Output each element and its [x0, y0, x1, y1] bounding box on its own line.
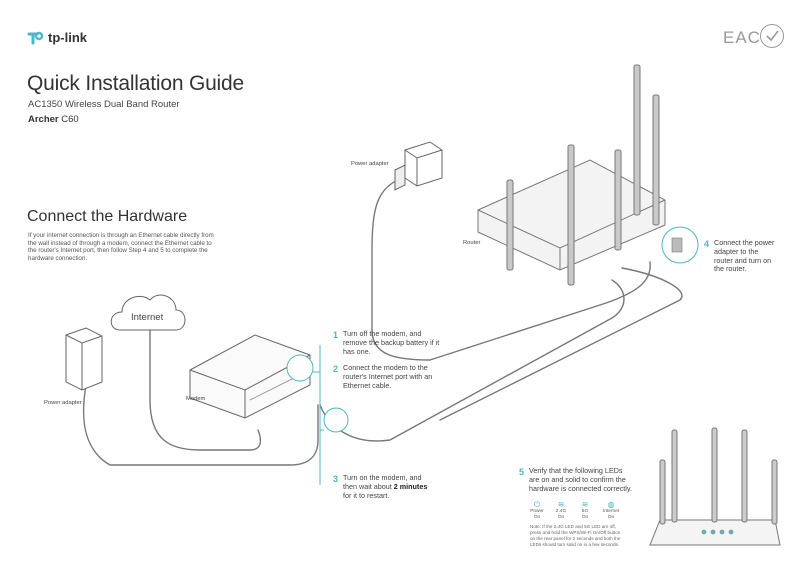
step-line: router and turn on	[714, 255, 772, 265]
router-label: Router	[463, 240, 481, 246]
product-subtitle: AC1350 Wireless Dual Band Router	[28, 99, 180, 110]
modem-icon	[189, 334, 311, 419]
step-text: Connect the modem to the router's Intern…	[343, 363, 433, 390]
step-line: Ethernet cable.	[343, 380, 392, 390]
led-name: 5G	[581, 509, 589, 514]
power-adapter-top-icon	[394, 141, 443, 191]
step-2: 2 Connect the modem to the router's Inte…	[333, 363, 433, 390]
led-state: On	[557, 515, 565, 520]
modem-power-callout	[286, 354, 314, 382]
step-number: 3	[333, 474, 339, 484]
step-number: 2	[333, 364, 339, 374]
step-line: Connect the modem to the	[343, 363, 428, 372]
wifi-icon: ≋	[581, 500, 589, 509]
step-number: 1	[333, 330, 339, 340]
step-line: has one.	[343, 346, 371, 356]
step-line: the router.	[714, 264, 747, 274]
model-name: Archer C60	[28, 114, 79, 125]
step-line: Connect the power	[714, 238, 775, 247]
modem-port-callout	[323, 407, 349, 433]
step-4: 4 Connect the power adapter to the route…	[704, 238, 775, 274]
step-line: Turn on the modem, and	[343, 473, 422, 482]
power-adapter-left-icon	[65, 327, 103, 391]
led-state: On	[581, 515, 589, 520]
step-1: 1 Turn off the modem, and remove the bac…	[333, 329, 440, 356]
step-line: are on and solid to confirm the	[529, 474, 626, 484]
globe-icon: ◍	[607, 500, 615, 509]
tp-link-logo-icon	[27, 31, 44, 45]
led-state: On	[607, 515, 615, 520]
step-line: router's Internet port with an	[343, 371, 433, 381]
step-number: 5	[519, 467, 525, 477]
note-line: press and hold the WPS/Wi-Fi On/Off butt…	[530, 530, 621, 535]
led-note: Note: If the 2.4G LED and 5G LED are off…	[530, 524, 642, 548]
paragraph-line: If your internet connection is through a…	[28, 232, 214, 239]
certification-check-icon	[760, 24, 784, 48]
note-line: on the rear panel for 2 seconds and both…	[530, 536, 621, 541]
note-line: LEDs should turn solid on in a few secon…	[530, 542, 620, 547]
step-3: 3 Turn on the modem, and then wait about…	[333, 473, 428, 500]
section-title: Connect the Hardware	[27, 208, 188, 225]
step-text: Connect the power adapter to the router …	[714, 238, 775, 274]
eac-mark: EAC	[723, 28, 761, 47]
step-line: Turn off the modem, and	[343, 329, 422, 338]
wifi-icon: ≋	[557, 500, 565, 509]
power-icon: ⏻	[533, 500, 541, 509]
page-title: Quick Installation Guide	[27, 72, 244, 95]
modem-label: Modem	[186, 396, 206, 402]
brand-name: tp-link	[48, 29, 87, 45]
step-text: Verify that the following LEDs are on an…	[529, 466, 632, 493]
step-line: hardware is connected correctly.	[529, 483, 632, 493]
paragraph-line: hardware connection.	[28, 254, 88, 262]
paragraph-line: the router's Internet port, then follow …	[28, 247, 208, 255]
internet-label: Internet	[131, 312, 164, 323]
led-legend: ⏻ Power On ≋ 2.4G On ≋ 5G On ◍ Internet …	[528, 500, 622, 521]
step-5: 5 Verify that the following LEDs are on …	[519, 466, 632, 493]
power-adapter-top-label: Power adapter	[351, 161, 389, 167]
paragraph-line: the wall instead of through a modem, con…	[28, 239, 212, 247]
led-state: On	[533, 515, 541, 520]
step-text: Turn on the modem, and then wait about 2…	[343, 473, 428, 500]
led-name: 2.4G	[555, 509, 567, 514]
led-power: ⏻ Power On	[528, 500, 546, 521]
led-5g: ≋ 5G On	[576, 500, 594, 521]
model-series: Archer	[28, 114, 59, 125]
step-line: for it to restart.	[343, 490, 390, 500]
step-line: adapter to the	[714, 246, 759, 256]
power-adapter-left-label: Power adapter	[44, 400, 82, 406]
step-line-part: then wait about	[343, 481, 394, 491]
led-name: Internet	[602, 509, 620, 514]
led-2g: ≋ 2.4G On	[552, 500, 570, 521]
step-line: Verify that the following LEDs	[529, 466, 623, 475]
step-text: Turn off the modem, and remove the backu…	[343, 329, 440, 356]
step-emphasis: 2 minutes	[393, 481, 428, 491]
step-line: remove the backup battery if it	[343, 337, 440, 347]
router-front-icon	[649, 427, 781, 546]
step-number: 4	[704, 239, 710, 249]
step-line: then wait about 2 minutes	[343, 481, 428, 492]
internet-cloud-icon	[110, 294, 186, 331]
led-internet: ◍ Internet On	[600, 500, 622, 521]
note-line: Note: If the 2.4G LED and 5G LED are off…	[530, 524, 616, 529]
router-icon	[477, 64, 666, 286]
section-paragraph: If your internet connection is through a…	[28, 232, 263, 262]
tp-link-logo: tp-link	[26, 28, 87, 46]
led-name: Power	[530, 509, 544, 514]
model-number: C60	[58, 114, 79, 125]
